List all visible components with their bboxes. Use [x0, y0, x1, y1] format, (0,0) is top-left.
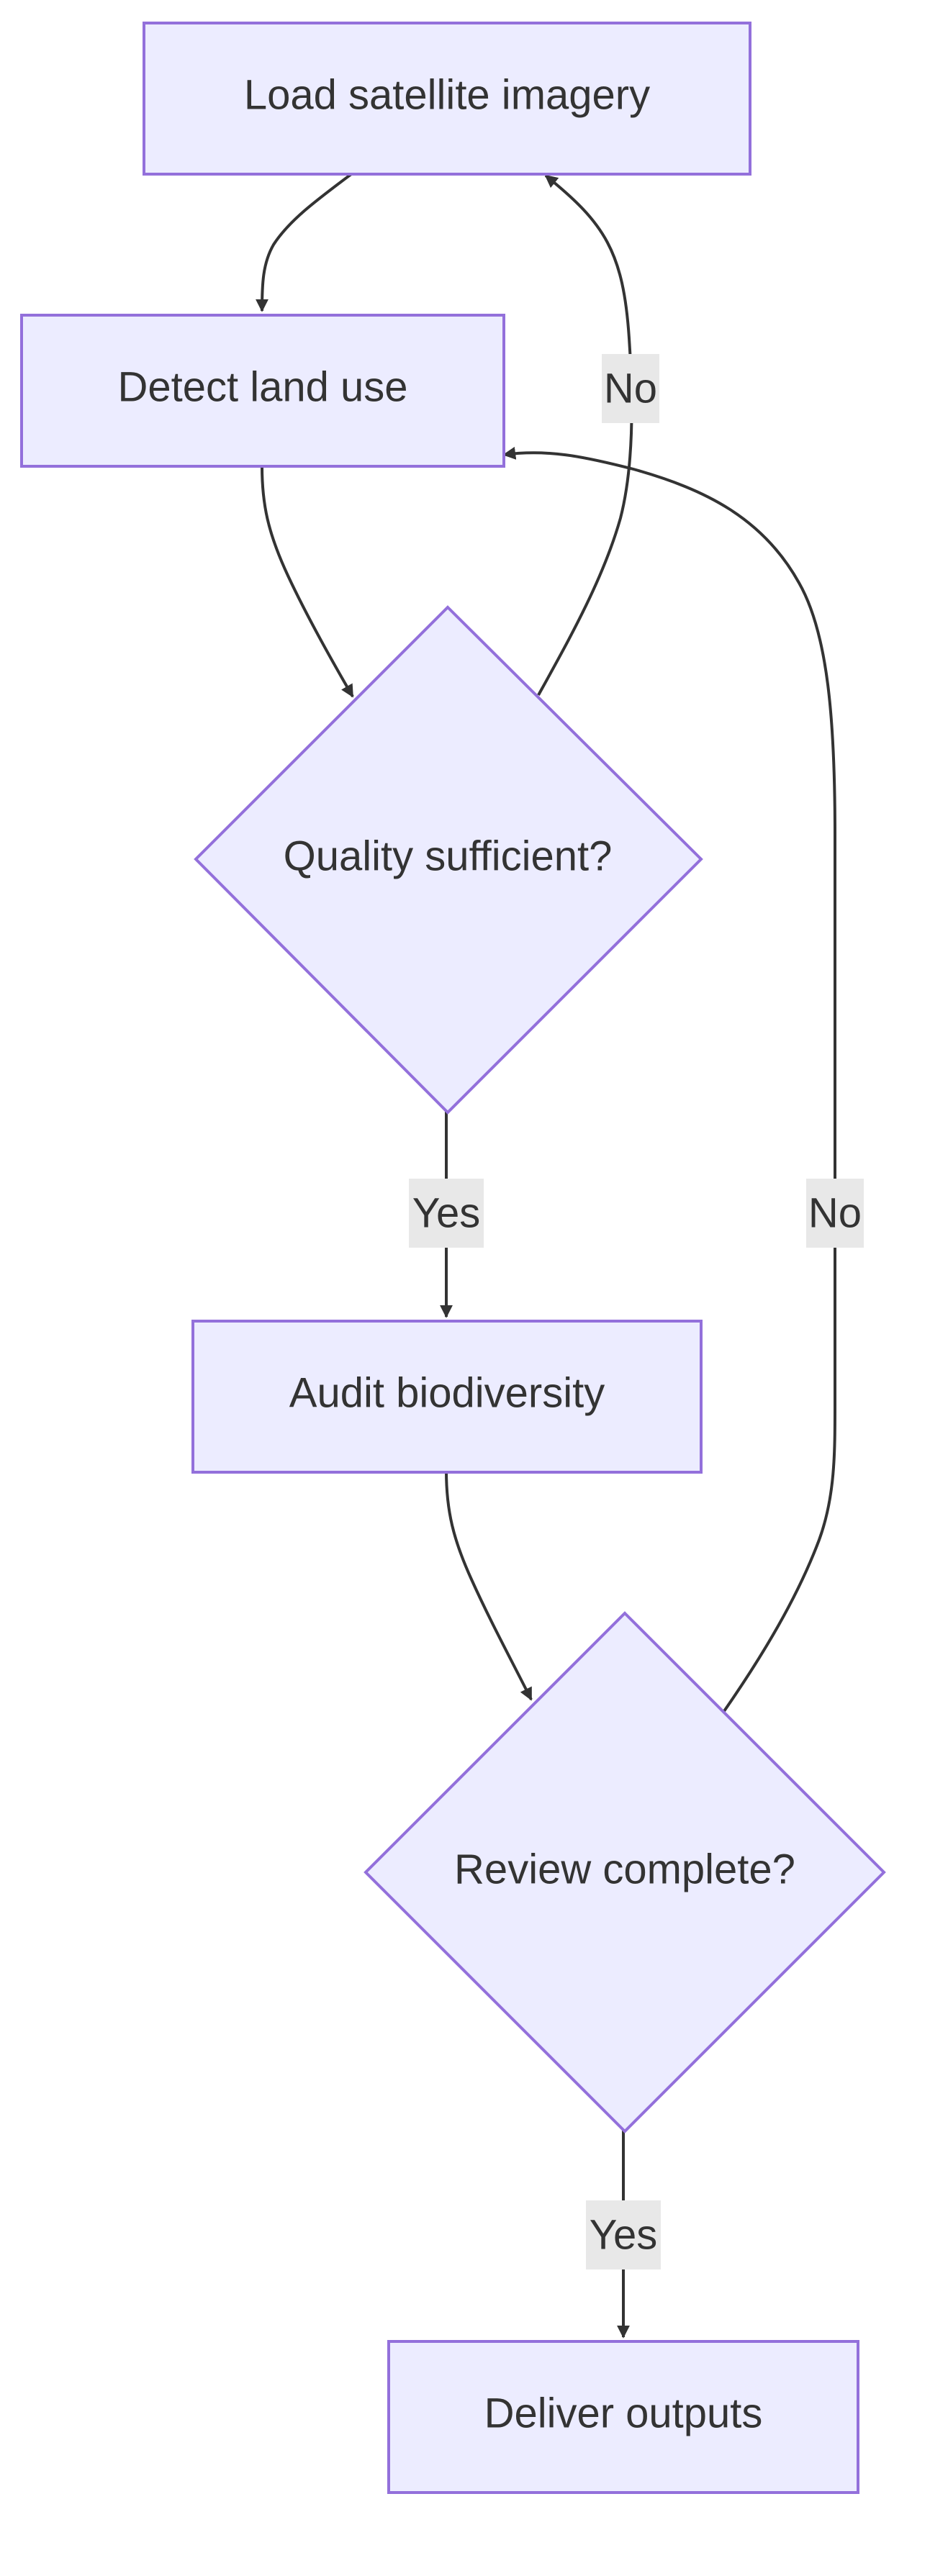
edge-label-quality-load: No [602, 354, 659, 423]
edge-labels: No Yes No Yes [409, 354, 864, 2269]
edge-label-bg [806, 1179, 864, 1248]
node-detect-land-use: Detect land use [20, 314, 505, 468]
node-label: Load satellite imagery [244, 72, 650, 119]
node-shape [143, 22, 751, 176]
node-quality-sufficient: Quality sufficient? [194, 605, 703, 1115]
node-shape [20, 314, 505, 468]
edge-review-to-detect [502, 446, 836, 1713]
edge-label-bg [409, 1179, 484, 1248]
node-label: Review complete? [454, 1846, 795, 1893]
edge-label-review-deliver: Yes [586, 2200, 661, 2269]
node-audit-biodiversity: Audit biodiversity [191, 1320, 703, 1474]
edge-label-review-detect: No [806, 1179, 864, 1248]
node-shape [364, 1611, 886, 2133]
edge-detect-to-quality [261, 466, 354, 698]
node-shape [191, 1320, 703, 1474]
node-review-complete: Review complete? [364, 1611, 886, 2133]
node-shape [194, 605, 703, 1115]
nodes: Load satellite imagery Detect land use Q… [20, 22, 886, 2494]
edge-label-bg [602, 354, 659, 423]
node-label: Audit biodiversity [289, 1370, 605, 1417]
edge-audit-to-review [445, 1470, 533, 1701]
edge-quality-to-load [537, 174, 633, 696]
edge-label-text: Yes [412, 1190, 481, 1237]
node-label: Detect land use [117, 364, 407, 411]
node-label: Quality sufficient? [284, 833, 613, 880]
edge-label-text: No [604, 366, 657, 412]
edge-label-quality-audit: Yes [409, 1179, 484, 1248]
edge-label-bg [586, 2200, 661, 2269]
edge-label-text: No [808, 1190, 862, 1237]
edge-label-text: Yes [590, 2212, 658, 2259]
node-deliver-outputs: Deliver outputs [387, 2340, 859, 2494]
node-load-satellite-imagery: Load satellite imagery [143, 22, 751, 176]
edge-load-to-detect [256, 173, 353, 312]
edges [256, 173, 836, 2339]
node-label: Deliver outputs [484, 2390, 763, 2437]
node-shape [387, 2340, 859, 2494]
